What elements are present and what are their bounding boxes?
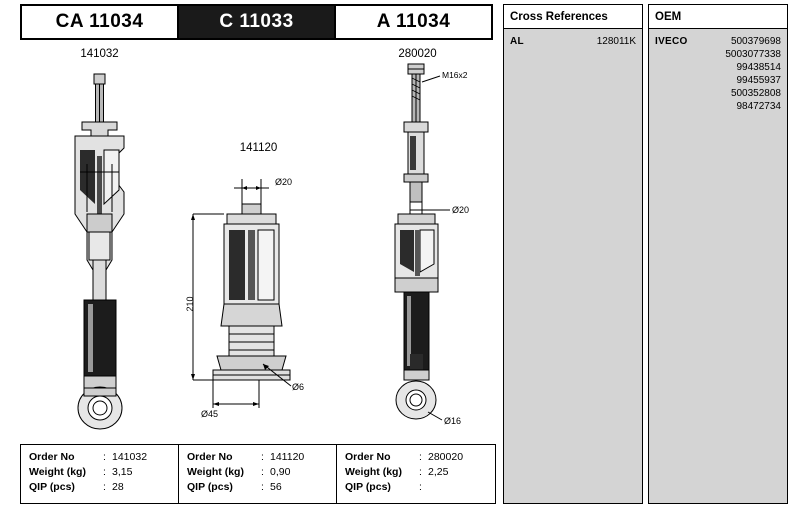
oem-table: OEM IVECO 500379698 5003077338 99438514 … — [648, 4, 788, 504]
weight-value-2: 0,90 — [270, 466, 291, 478]
part-number-3: 280020 — [398, 48, 437, 60]
part-number-2: 141120 — [239, 142, 278, 154]
order-label-2: Order No — [187, 451, 233, 463]
qip-value-1: 28 — [112, 481, 124, 493]
oem-body: IVECO 500379698 5003077338 99438514 9945… — [649, 29, 787, 503]
part-number-1: 141032 — [80, 48, 119, 60]
brand-label: IVECO — [655, 36, 688, 47]
column-headers: CA 11034 C 11033 A 11034 — [20, 4, 495, 40]
dim-d16-text: Ø16 — [444, 416, 461, 426]
weight-value-3: 2,25 — [428, 466, 449, 478]
oem-title: OEM — [649, 5, 787, 29]
drawing-ca-11034 — [20, 64, 179, 434]
code-item: 128011K — [596, 36, 636, 47]
code-item: 500352808 — [730, 88, 781, 99]
product-columns: CA 11034 C 11033 A 11034 141032 141120 2… — [20, 4, 497, 504]
weight-label-1: Weight (kg) — [29, 466, 86, 478]
weight-label-3: Weight (kg) — [345, 466, 402, 478]
qip-label-3: QIP (pcs) — [345, 481, 391, 493]
brand-label: AL — [510, 36, 524, 47]
qip-value-2: 56 — [270, 481, 282, 493]
code-item: 99438514 — [736, 62, 782, 73]
dim-d20-rod-text: Ø20 — [452, 205, 469, 215]
order-label-3: Order No — [345, 451, 391, 463]
order-value-3: 280020 — [428, 451, 464, 463]
cross-references-title: Cross References — [504, 5, 642, 29]
code-item: 98472734 — [736, 101, 782, 112]
cross-references-table: Cross References AL 128011K — [503, 4, 643, 504]
dim-height-text: 210 — [185, 296, 195, 311]
code-list: 500379698 5003077338 99438514 99455937 5… — [725, 35, 781, 113]
column-header-1: CA 11034 — [20, 4, 179, 40]
order-value-1: 141032 — [112, 451, 148, 463]
drawing-c-11033: 210 Ø20 Ø45 Ø6 — [179, 64, 338, 434]
code-item: 500379698 — [730, 36, 781, 47]
spec-col-1: Order No:141032 Weight (kg):3,15 QIP (pc… — [21, 445, 179, 503]
order-value-2: 141120 — [270, 451, 305, 463]
weight-label-2: Weight (kg) — [187, 466, 244, 478]
spec-table: Order No:141032 Weight (kg):3,15 QIP (pc… — [20, 444, 496, 504]
qip-label-1: QIP (pcs) — [29, 481, 75, 493]
spec-col-2: Order No:141120 Weight (kg):0,90 QIP (pc… — [179, 445, 337, 503]
spec-col-3: Order No:280020 Weight (kg):2,25 QIP (pc… — [345, 451, 464, 493]
qip-label-2: QIP (pcs) — [187, 481, 233, 493]
code-list: 128011K — [597, 35, 636, 48]
thread-spec-text: M16x2 — [442, 70, 468, 80]
code-item: 99455937 — [736, 75, 782, 86]
column-header-3: A 11034 — [334, 4, 493, 40]
table-row: IVECO 500379698 5003077338 99438514 9945… — [655, 35, 781, 113]
dim-d6-text: Ø6 — [292, 382, 304, 392]
drawing-a-11034: M16x2 Ø20 Ø16 — [338, 63, 497, 434]
order-label-1: Order No — [29, 451, 75, 463]
dim-d20-text: Ø20 — [275, 177, 292, 187]
cross-references-body: AL 128011K — [504, 29, 642, 503]
column-header-2: C 11033 — [177, 4, 336, 40]
dim-d45-text: Ø45 — [201, 409, 218, 419]
code-item: 5003077338 — [725, 49, 781, 60]
table-row: AL 128011K — [510, 35, 636, 48]
weight-value-1: 3,15 — [112, 466, 133, 478]
